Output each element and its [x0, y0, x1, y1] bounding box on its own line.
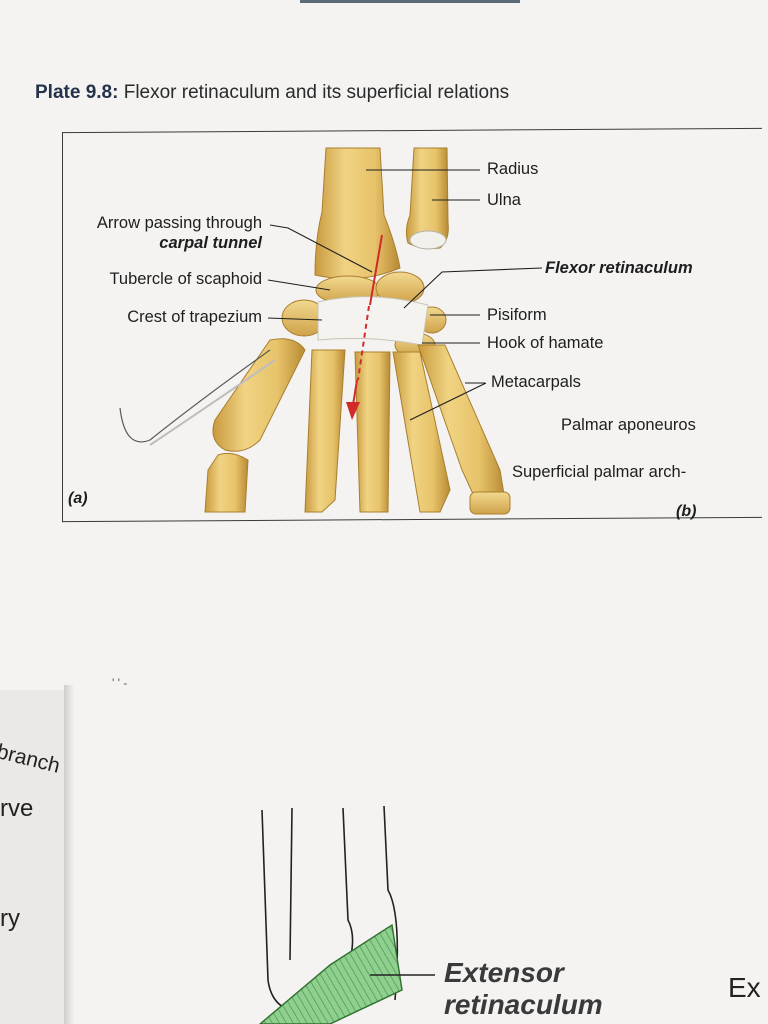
plate-title: Plate 9.8: Flexor retinaculum and its su…	[35, 82, 509, 104]
thumb-bones	[204, 338, 306, 513]
label-arrow-line1: Arrow passing through	[96, 214, 262, 232]
metacarpal-bones	[304, 344, 511, 515]
panel-label-a: (a)	[68, 490, 88, 507]
label-crest-trapezium: Crest of trapezium	[127, 308, 262, 326]
label-hook-hamate: Hook of hamate	[487, 334, 604, 352]
plate-number: Plate 9.8:	[35, 82, 119, 103]
label-flexor-retinaculum: Flexor retinaculum	[545, 259, 693, 277]
carpal-tunnel-arrow	[346, 234, 383, 420]
label-superficial-palmar-arch: Superficial palmar arch-	[512, 463, 687, 481]
page-gutter-shadow	[64, 685, 74, 1024]
label-metacarpals: Metacarpals	[491, 373, 581, 391]
top-edge-rule	[300, 0, 520, 3]
panel-label-b: (b)	[676, 503, 697, 520]
flexor-retinaculum-band	[317, 296, 429, 346]
label-ulna: Ulna	[487, 191, 521, 209]
fragment-rve: rve	[0, 795, 34, 822]
stray-mark: ' ' -	[112, 676, 128, 690]
radius-bone	[314, 147, 401, 280]
fragment-ex: Ex	[728, 972, 761, 1003]
label-radius: Radius	[487, 160, 539, 178]
label-retinaculum: retinaculum	[444, 989, 603, 1020]
median-nerve-curve	[119, 349, 276, 446]
ulna-bone	[405, 147, 449, 250]
fragment-ry: ry	[0, 905, 20, 932]
facing-page-edge	[0, 690, 70, 1024]
label-extensor: Extensor	[444, 957, 564, 988]
label-tubercle-scaphoid: Tubercle of scaphoid	[109, 270, 262, 288]
label-palmar-aponeurosis: Palmar aponeuros	[561, 416, 696, 434]
label-pisiform: Pisiform	[487, 306, 547, 324]
leader-lines	[267, 169, 543, 421]
extensor-retinaculum-sketch	[258, 805, 435, 1024]
label-carpal-tunnel: carpal tunnel	[159, 234, 262, 252]
plate-caption: Flexor retinaculum and its superficial r…	[123, 82, 510, 103]
